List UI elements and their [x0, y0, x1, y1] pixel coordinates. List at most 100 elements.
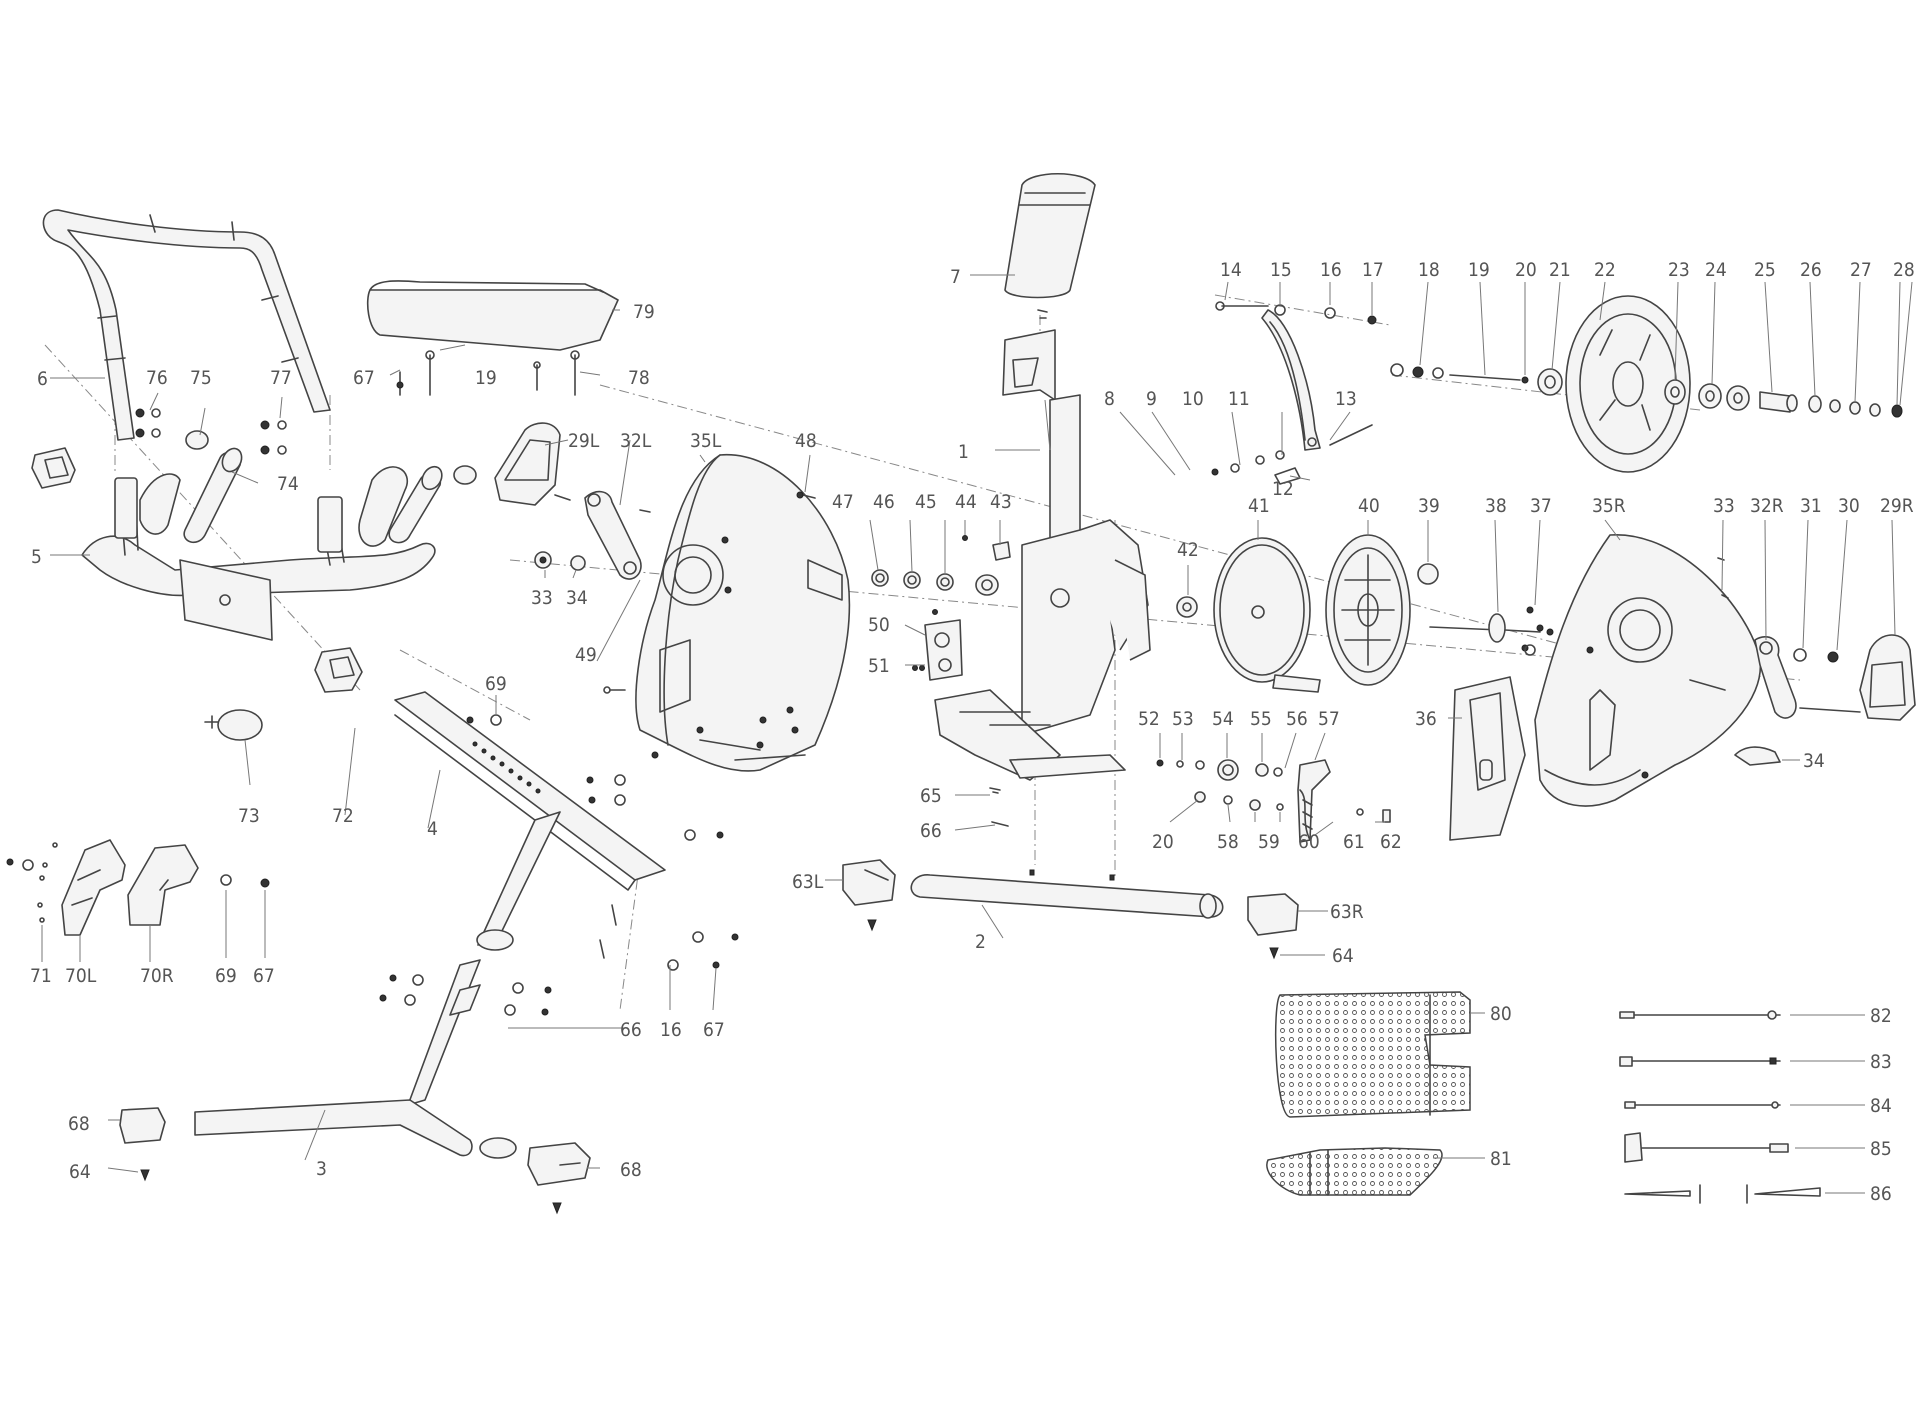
- part-64c-screw: [140, 1169, 150, 1182]
- part-70R-pulse-sensor-right: [127, 844, 199, 926]
- part-84-cable: [1624, 1101, 1781, 1109]
- part-7-console: [1004, 172, 1096, 319]
- label-59: 59: [1258, 831, 1280, 853]
- label-70R: 70R: [140, 965, 174, 987]
- label-16-lower: 16: [660, 1019, 682, 1041]
- label-82: 82: [1870, 1005, 1892, 1027]
- label-34-right: 34: [1803, 750, 1825, 772]
- part-63R-end-cap: [1247, 893, 1299, 936]
- label-18: 18: [1418, 259, 1440, 281]
- label-6: 6: [37, 368, 48, 390]
- part-33b-screw: [1717, 557, 1725, 561]
- part-5-seat-frame: [81, 466, 436, 641]
- part-40-pulley: [1325, 534, 1411, 686]
- label-29R: 29R: [1880, 495, 1914, 517]
- label-51: 51: [868, 655, 890, 677]
- label-29L: 29L: [568, 430, 600, 452]
- parts-76-77-screws-washers: [135, 408, 287, 455]
- label-73: 73: [238, 805, 260, 827]
- label-68-left: 68: [68, 1113, 90, 1135]
- label-28: 28: [1893, 259, 1915, 281]
- label-69-lower: 69: [215, 965, 237, 987]
- label-22: 22: [1594, 259, 1616, 281]
- label-80: 80: [1490, 1003, 1512, 1025]
- parts-33-34-left-nut-cap: [534, 551, 586, 571]
- label-72: 72: [332, 805, 354, 827]
- label-23: 23: [1668, 259, 1690, 281]
- part-15-magnet-bracket: [1261, 304, 1321, 451]
- label-30: 30: [1838, 495, 1860, 517]
- parts-52-62-tension-hardware: [1156, 759, 1391, 843]
- label-32R: 32R: [1750, 495, 1784, 517]
- part-41-drive-belt: [1213, 537, 1321, 693]
- part-73-adjustment-knob: [204, 709, 263, 741]
- label-10: 10: [1182, 388, 1204, 410]
- part-68-front-end-caps: [119, 1107, 591, 1186]
- label-50: 50: [868, 614, 890, 636]
- part-74-foam-grips: [183, 447, 443, 544]
- callout-labels: 1 2 3 4 5 6 7 8 9 10 11 12 13 14 15 16 1…: [30, 259, 1915, 1205]
- part-64b-screw: [1269, 947, 1279, 960]
- label-4: 4: [427, 818, 438, 840]
- part-79-seat-cushion: [366, 280, 619, 351]
- parts-18-21-axle-nuts: [1390, 363, 1563, 396]
- label-52: 52: [1138, 708, 1160, 730]
- label-55: 55: [1250, 708, 1272, 730]
- label-2: 2: [975, 931, 986, 953]
- label-19-upper: 19: [1468, 259, 1490, 281]
- label-49: 49: [575, 644, 597, 666]
- label-47: 47: [832, 491, 854, 513]
- part-2-rear-stabilizer-tube: [910, 869, 1224, 919]
- label-20-lower: 20: [1152, 831, 1174, 853]
- label-24: 24: [1705, 259, 1727, 281]
- label-19-seat: 19: [475, 367, 497, 389]
- label-41: 41: [1248, 495, 1270, 517]
- parts-65-66-screws: [989, 787, 1009, 827]
- part-3-hardware: [379, 974, 552, 1016]
- label-67-lower: 67: [703, 1019, 725, 1041]
- label-21: 21: [1549, 259, 1571, 281]
- label-25: 25: [1754, 259, 1776, 281]
- label-26: 26: [1800, 259, 1822, 281]
- label-63R: 63R: [1330, 901, 1364, 923]
- parts-43-47-bearings-washers: [871, 535, 1011, 596]
- part-29R-right-pedal: [1799, 634, 1916, 721]
- part-85-power-adapter: [1624, 1132, 1789, 1163]
- label-12: 12: [1272, 478, 1294, 500]
- parts-67-69-71-hardware: [6, 842, 270, 923]
- label-8: 8: [1104, 388, 1115, 410]
- label-61: 61: [1343, 831, 1365, 853]
- label-42: 42: [1177, 539, 1199, 561]
- label-66-left: 66: [620, 1019, 642, 1041]
- part-3-front-base-stem: [194, 959, 517, 1159]
- part-6-backrest-handlebar: [42, 209, 331, 441]
- label-5: 5: [31, 546, 42, 568]
- parts-30-31-nut-cap: [1793, 648, 1839, 663]
- label-71: 71: [30, 965, 52, 987]
- label-45: 45: [915, 491, 937, 513]
- part-64-screw: [867, 919, 877, 932]
- label-37: 37: [1530, 495, 1552, 517]
- label-9: 9: [1146, 388, 1157, 410]
- label-79: 79: [633, 301, 655, 323]
- label-56: 56: [1286, 708, 1308, 730]
- part-82-cable: [1619, 1010, 1781, 1020]
- part-4-hardware: [466, 714, 739, 971]
- label-57: 57: [1318, 708, 1340, 730]
- label-85: 85: [1870, 1138, 1892, 1160]
- label-76: 76: [146, 367, 168, 389]
- part-upper-left-end-cap: [31, 447, 76, 489]
- label-11: 11: [1228, 388, 1250, 410]
- label-35L: 35L: [690, 430, 722, 452]
- part-1-main-frame: [934, 329, 1151, 781]
- part-35L-left-cover: [635, 454, 851, 772]
- label-62: 62: [1380, 831, 1402, 853]
- parts-37-38-crank-axle: [1429, 606, 1554, 656]
- label-78: 78: [628, 367, 650, 389]
- label-13: 13: [1335, 388, 1357, 410]
- label-33-left: 33: [531, 587, 553, 609]
- label-40: 40: [1358, 495, 1380, 517]
- part-86-tools: [1624, 1184, 1821, 1204]
- part-70L-pulse-sensor-left: [61, 839, 126, 936]
